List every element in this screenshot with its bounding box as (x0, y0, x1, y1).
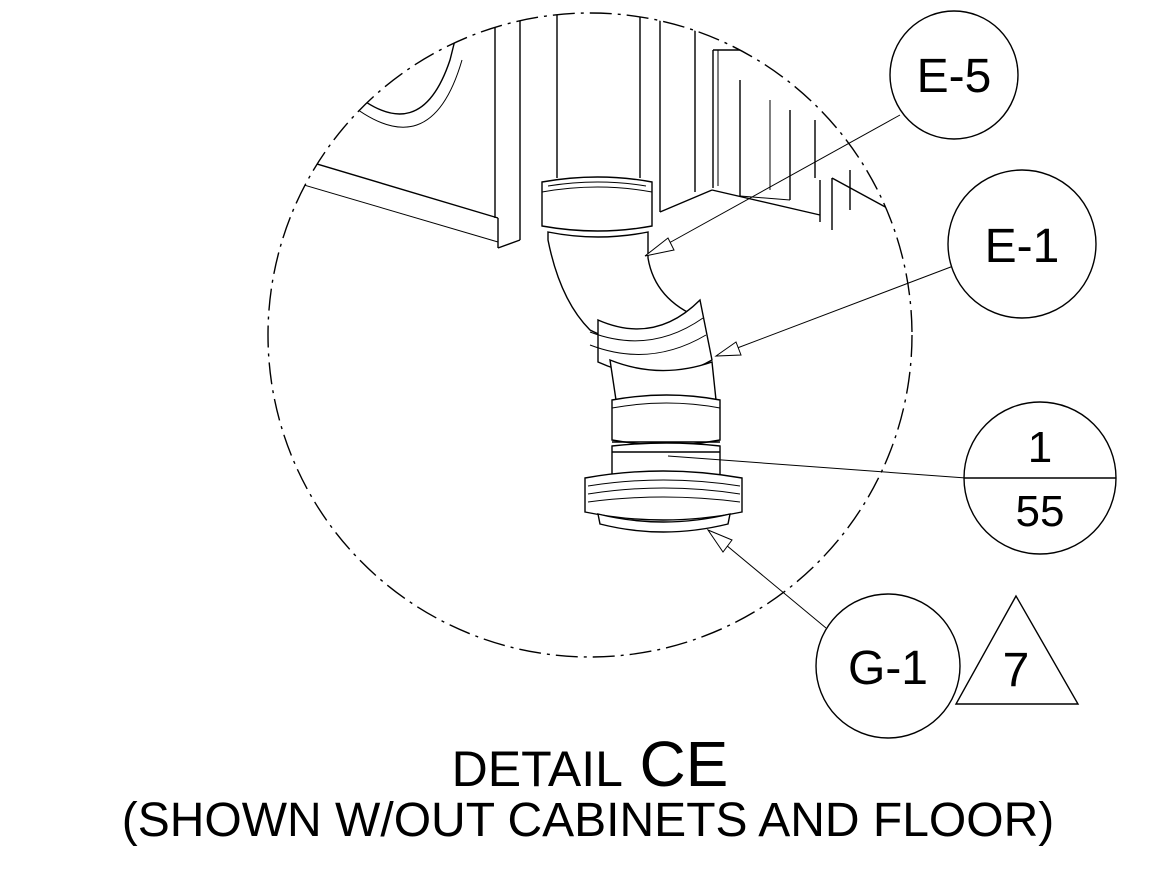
drain-pipe-assembly (541, 176, 743, 533)
leader-e1 (714, 264, 957, 357)
revision-triangle: 7 (954, 594, 1080, 705)
detail-boundary-circle (267, 12, 913, 658)
callout-balloon-e1: E-1 (947, 169, 1097, 319)
callout-balloon-e5: E-5 (889, 10, 1019, 140)
callout-g1-label: G-1 (848, 642, 928, 695)
detail-title-prefix: DETAIL (452, 741, 623, 797)
detail-subtitle: (SHOWN W/OUT CABINETS AND FLOOR) (122, 794, 1054, 847)
detail-title: DETAIL CE (452, 728, 729, 800)
section-balloon-bottom: 55 (1016, 487, 1065, 536)
leader-g1 (706, 528, 827, 629)
revision-number: 7 (1003, 644, 1030, 697)
section-balloon-top: 1 (1028, 423, 1052, 472)
callout-e5-label: E-5 (917, 50, 992, 103)
leader-e5 (644, 114, 901, 257)
detail-title-letter: CE (639, 728, 728, 800)
callout-balloon-g1: G-1 (815, 593, 961, 739)
section-balloon: 1 55 (963, 401, 1117, 555)
leader-section (667, 455, 967, 479)
callout-e1-label: E-1 (985, 220, 1060, 273)
